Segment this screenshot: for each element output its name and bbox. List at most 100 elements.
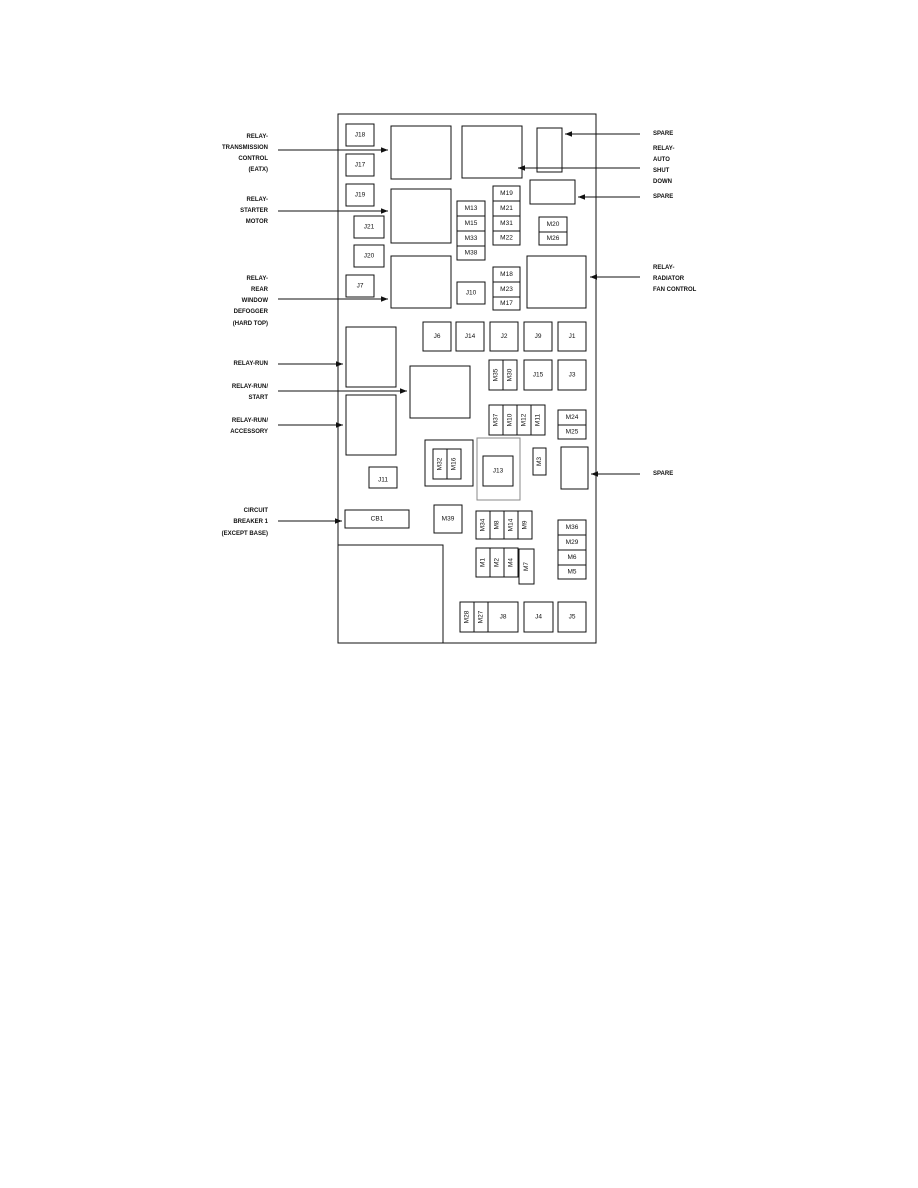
fuse-m36[interactable]: M36 bbox=[557, 519, 587, 536]
svg-text:M14: M14 bbox=[508, 518, 515, 531]
fuse-j4[interactable]: J4 bbox=[523, 601, 554, 633]
fuse-j1[interactable]: J1 bbox=[557, 321, 587, 352]
fuse-m26[interactable]: M26 bbox=[538, 231, 568, 246]
callout-spare-top: SPARE bbox=[565, 131, 673, 137]
fuse-j18[interactable]: J18 bbox=[345, 123, 375, 147]
fuse-m11[interactable]: M11 bbox=[530, 404, 546, 436]
svg-text:M30: M30 bbox=[507, 368, 514, 381]
fuse-m25[interactable]: M25 bbox=[557, 424, 587, 440]
fuse-m23[interactable]: M23 bbox=[492, 281, 521, 298]
fuse-m14[interactable]: M14 bbox=[503, 510, 519, 540]
fuse-j13[interactable]: J13 bbox=[482, 455, 514, 487]
fuse-m30[interactable]: M30 bbox=[502, 359, 518, 391]
fuse-m39[interactable]: M39 bbox=[433, 504, 463, 534]
fuse-m20[interactable]: M20 bbox=[538, 216, 568, 233]
fuse-j21[interactable]: J21 bbox=[353, 215, 385, 239]
fuse-m38[interactable]: M38 bbox=[456, 245, 486, 261]
fuse-j20[interactable]: J20 bbox=[353, 244, 385, 268]
fuse-m16[interactable]: M16 bbox=[446, 448, 462, 480]
fuse-m37[interactable]: M37 bbox=[488, 404, 504, 436]
svg-text:J21: J21 bbox=[364, 224, 375, 231]
relay-run-accessory-block[interactable] bbox=[345, 394, 397, 456]
fuse-m27[interactable]: M27 bbox=[473, 601, 489, 633]
fuse-j3[interactable]: J3 bbox=[557, 359, 587, 391]
fuse-m13[interactable]: M13 bbox=[456, 200, 486, 217]
callout-relay-radiator-fan-control: RELAY- RADIATOR FAN CONTROL bbox=[590, 265, 697, 293]
fuse-m5[interactable]: M5 bbox=[557, 564, 587, 580]
fuse-m29[interactable]: M29 bbox=[557, 534, 587, 551]
svg-text:M24: M24 bbox=[566, 414, 579, 421]
fuse-j2[interactable]: J2 bbox=[489, 321, 519, 352]
fuse-m18[interactable]: M18 bbox=[492, 266, 521, 283]
fuse-m2[interactable]: M2 bbox=[489, 547, 505, 578]
svg-text:M34: M34 bbox=[480, 518, 487, 531]
svg-text:M26: M26 bbox=[547, 235, 560, 242]
fuse-m32[interactable]: M32 bbox=[432, 448, 448, 480]
fuse-m34[interactable]: M34 bbox=[475, 510, 491, 540]
svg-text:J8: J8 bbox=[500, 614, 507, 621]
fuse-j5[interactable]: J5 bbox=[557, 601, 587, 633]
svg-text:M15: M15 bbox=[465, 220, 478, 227]
relay-run-block[interactable] bbox=[345, 326, 397, 388]
spare-top-block[interactable] bbox=[536, 127, 563, 173]
fuse-m4[interactable]: M4 bbox=[503, 547, 519, 578]
fuse-j8[interactable]: J8 bbox=[487, 601, 519, 633]
relay-rear-window-defogger-block[interactable] bbox=[390, 255, 452, 309]
fuse-m21[interactable]: M21 bbox=[492, 200, 521, 217]
relay-starter-motor-block[interactable] bbox=[390, 188, 452, 244]
fuse-m17[interactable]: M17 bbox=[492, 296, 521, 311]
fuse-j15[interactable]: J15 bbox=[523, 359, 553, 391]
fuse-m15[interactable]: M15 bbox=[456, 215, 486, 232]
svg-text:STARTER: STARTER bbox=[240, 208, 269, 214]
svg-text:M6: M6 bbox=[567, 554, 576, 561]
svg-text:FAN CONTROL: FAN CONTROL bbox=[653, 287, 697, 293]
fuse-m33[interactable]: M33 bbox=[456, 230, 486, 247]
fuse-j11[interactable]: J11 bbox=[368, 466, 398, 489]
svg-text:M32: M32 bbox=[437, 457, 444, 470]
callout-circuit-breaker-1: CIRCUIT BREAKER 1 (EXCEPT BASE) bbox=[222, 508, 342, 537]
svg-text:CB1: CB1 bbox=[371, 516, 384, 523]
svg-text:J7: J7 bbox=[357, 283, 364, 290]
fuse-m10[interactable]: M10 bbox=[502, 404, 518, 436]
fuse-m9[interactable]: M9 bbox=[517, 510, 533, 540]
svg-text:RELAY-: RELAY- bbox=[653, 146, 674, 152]
fuse-m31[interactable]: M31 bbox=[492, 215, 521, 232]
svg-text:M39: M39 bbox=[442, 516, 455, 523]
fuse-m7[interactable]: M7 bbox=[518, 548, 535, 585]
relay-transmission-control-block[interactable] bbox=[390, 125, 452, 180]
fuse-j19[interactable]: J19 bbox=[345, 183, 375, 207]
svg-text:RELAY-: RELAY- bbox=[247, 276, 268, 282]
svg-text:M4: M4 bbox=[508, 558, 515, 567]
svg-text:DOWN: DOWN bbox=[653, 179, 672, 185]
fuse-j14[interactable]: J14 bbox=[455, 321, 485, 352]
svg-text:M13: M13 bbox=[465, 205, 478, 212]
fuse-j7[interactable]: J7 bbox=[345, 274, 375, 298]
svg-text:BREAKER 1: BREAKER 1 bbox=[233, 519, 268, 525]
svg-text:M19: M19 bbox=[500, 190, 513, 197]
fuse-j10[interactable]: J10 bbox=[456, 281, 486, 305]
relay-radiator-fan-control-block[interactable] bbox=[526, 255, 587, 309]
spare-second-block[interactable] bbox=[529, 179, 576, 205]
fuse-m19[interactable]: M19 bbox=[492, 185, 521, 202]
spare-third-block[interactable] bbox=[560, 446, 589, 490]
circuit-breaker-cb1[interactable]: CB1 bbox=[344, 509, 410, 529]
fuse-m8[interactable]: M8 bbox=[489, 510, 505, 540]
fuse-m6[interactable]: M6 bbox=[557, 549, 587, 566]
svg-text:M7: M7 bbox=[523, 562, 530, 571]
fuse-j17[interactable]: J17 bbox=[345, 153, 375, 177]
fuse-m22[interactable]: M22 bbox=[492, 230, 521, 246]
fuse-j9[interactable]: J9 bbox=[523, 321, 553, 352]
relay-auto-shut-down-block[interactable] bbox=[461, 125, 523, 179]
fuse-m1[interactable]: M1 bbox=[475, 547, 491, 578]
relay-run-start-block[interactable] bbox=[409, 365, 471, 419]
svg-text:M31: M31 bbox=[500, 220, 513, 227]
fuse-m12[interactable]: M12 bbox=[516, 404, 532, 436]
svg-text:AUTO: AUTO bbox=[653, 157, 670, 163]
fuse-m28[interactable]: M28 bbox=[459, 601, 475, 633]
fuse-m24[interactable]: M24 bbox=[557, 409, 587, 426]
svg-text:DEFOGGER: DEFOGGER bbox=[234, 309, 269, 315]
fuse-j6[interactable]: J6 bbox=[422, 321, 452, 352]
fuse-m35[interactable]: M35 bbox=[488, 359, 504, 391]
fuse-m3[interactable]: M3 bbox=[532, 447, 547, 476]
